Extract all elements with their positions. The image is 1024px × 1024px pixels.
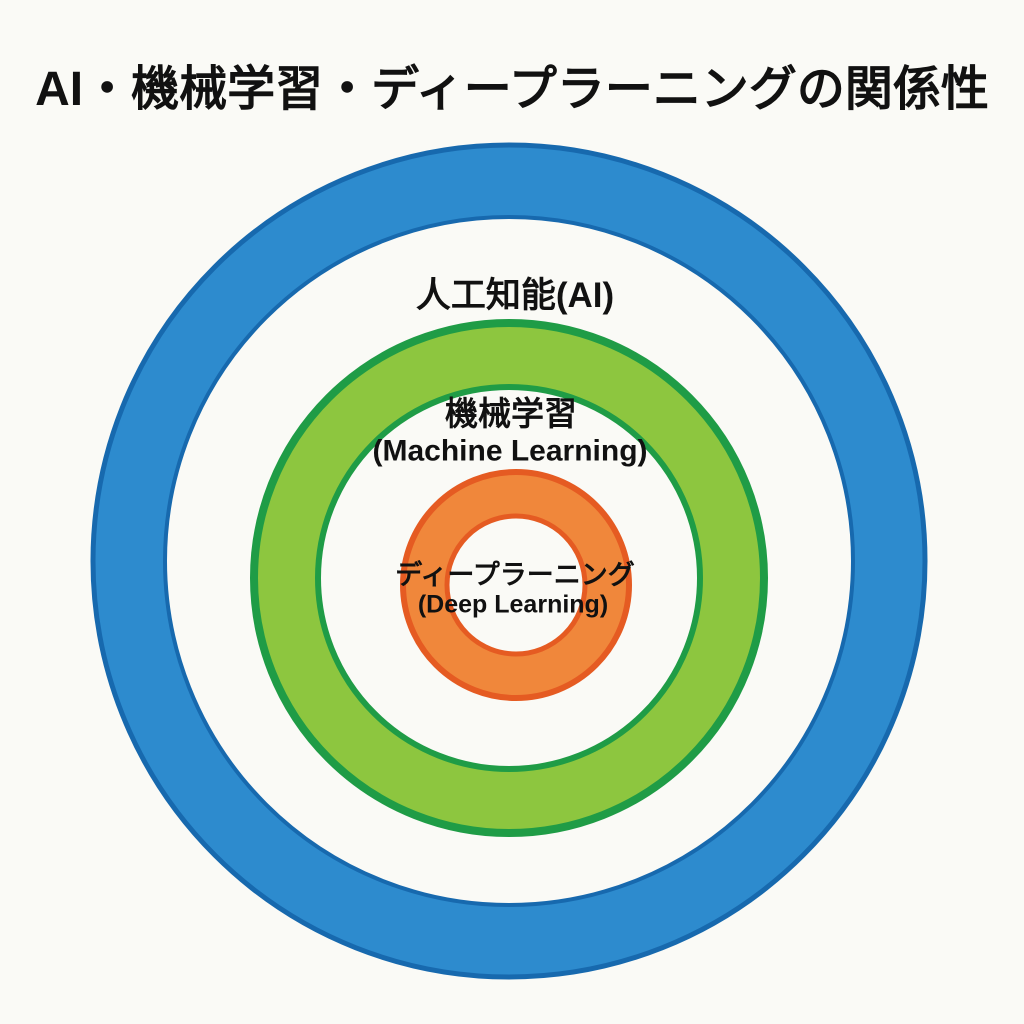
page-title: AI・機械学習・ディープラーニングの関係性: [35, 63, 989, 116]
ml-ring-label-en: (Machine Learning): [372, 434, 648, 468]
dl-ring-label-en: (Deep Learning): [417, 590, 609, 619]
dl-ring-inner-edge: [444, 513, 588, 657]
ml-ring-band: [254, 323, 764, 833]
ai-ring-label: 人工知能(AI): [415, 275, 615, 315]
ai-ring-outer-edge: [90, 142, 928, 980]
dl-ring-band: [403, 472, 629, 698]
ml-ring-inner-edge: [315, 384, 703, 772]
ai-ring-inner-edge: [163, 215, 855, 907]
dl-ring-outer-edge: [400, 469, 632, 701]
dl-ring-label-ja: ディープラーニング: [395, 560, 635, 591]
ml-ring-outer-edge: [250, 319, 768, 837]
ml-ring-label-ja: 機械学習: [445, 394, 577, 432]
ai-ring-band: [93, 145, 925, 977]
